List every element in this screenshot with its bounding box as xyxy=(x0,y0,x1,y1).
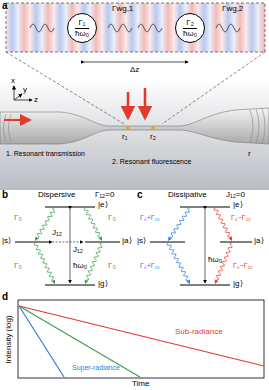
wave-packet xyxy=(30,24,240,32)
rate-label: Γ₀+Γ₁₂ xyxy=(140,214,160,222)
position-label: r₁ xyxy=(122,133,127,142)
dimension: Δz xyxy=(130,66,139,75)
coupling-label: J₁₂ xyxy=(52,229,62,238)
rate-label: Γ₀ xyxy=(108,214,116,223)
emitter xyxy=(151,126,155,130)
position-label: r₂ xyxy=(150,133,156,142)
emitter-circle: Γ₁ħω₀ xyxy=(67,13,97,43)
state-label: |g⟩ xyxy=(98,280,108,289)
position-label: r xyxy=(248,150,251,159)
panel-letter: a xyxy=(2,0,8,11)
rate-label: Γ₀−Γ₁₂ xyxy=(233,262,253,270)
curve-label: Super-radiance xyxy=(72,364,120,372)
arrow-head xyxy=(215,280,219,284)
energy-label: ħω₀ xyxy=(208,256,222,265)
rate-label: Γ₀−Γ₁₂ xyxy=(231,214,251,222)
decay-wave xyxy=(87,243,102,280)
caption-label: 1. Resonant transmission xyxy=(6,150,85,158)
rate-label: Γ₀ xyxy=(108,262,116,271)
energy-level xyxy=(15,207,252,285)
fiber-end xyxy=(4,114,12,142)
coupling-arrow xyxy=(52,242,83,243)
decay-curve xyxy=(19,306,64,377)
arrow-head xyxy=(228,237,232,241)
axis-label: z xyxy=(34,96,38,105)
condition-label: Γ₁₂=0 xyxy=(95,191,114,200)
excitation-beam xyxy=(127,92,130,118)
caption-label: 2. Resonant fluorescence xyxy=(112,158,191,166)
panel-letter: b xyxy=(2,189,8,200)
regime-title: Dissipative xyxy=(168,191,207,200)
arrow-head xyxy=(168,237,172,241)
decay-wave xyxy=(214,208,231,237)
transition-energy: ħω₀ xyxy=(183,28,197,38)
arrow-head xyxy=(51,280,55,284)
decay-wave xyxy=(167,243,188,280)
regime-title: Dispersive xyxy=(38,191,75,200)
rate-label: Γ₀+Γ₁₂ xyxy=(140,262,160,270)
arrow-head xyxy=(85,280,89,284)
decay-wave xyxy=(84,208,101,237)
state-label: |e⟩ xyxy=(233,201,243,210)
decay-curve xyxy=(19,306,264,366)
panel-letter: d xyxy=(2,291,8,302)
state-label: |g⟩ xyxy=(233,280,243,289)
distance-arrow xyxy=(84,62,188,63)
panel-letter: c xyxy=(137,189,143,200)
axes xyxy=(14,86,32,100)
fiber-end xyxy=(250,108,265,144)
excitation-beam xyxy=(144,88,147,118)
transition-arrow xyxy=(70,209,71,283)
axis-label: y xyxy=(23,86,27,95)
state-label: |e⟩ xyxy=(98,201,108,210)
decay-wave xyxy=(34,243,54,281)
rate-label: Γwg,1 xyxy=(112,5,133,14)
emitter xyxy=(126,126,130,130)
coupling-label: J₁₂ xyxy=(73,246,83,255)
decay-curve xyxy=(19,306,140,377)
input-beam xyxy=(4,119,30,121)
transition-arrow xyxy=(205,209,206,283)
waveguide-mode xyxy=(6,3,265,52)
transition-energy: ħω₀ xyxy=(75,28,89,38)
emitter-circle: Γ₂ħω₀ xyxy=(175,13,205,43)
condition-label: J₁₂=0 xyxy=(226,191,245,200)
decay-rate: Γ₂ xyxy=(186,18,194,27)
plot-frame xyxy=(18,300,264,378)
state-label: |s⟩ xyxy=(137,237,146,246)
rate-label: Γ₀ xyxy=(14,262,22,271)
axis-label: x xyxy=(11,77,15,86)
ground-plane xyxy=(0,78,269,190)
rate-label: Γ₀ xyxy=(14,214,22,223)
decay-rate: Γ₁ xyxy=(78,18,85,27)
state-label: |a⟩ xyxy=(122,237,132,246)
arrow-head xyxy=(186,280,190,284)
rate-label: Γwg,2 xyxy=(222,5,243,14)
arrow-head xyxy=(35,237,39,241)
tapered-fiber xyxy=(0,108,269,144)
decay-wave xyxy=(170,208,190,237)
energy-label: ħω₀ xyxy=(73,262,87,271)
axis-title: Time xyxy=(132,380,149,389)
state-label: |a⟩ xyxy=(254,237,264,246)
state-label: |s⟩ xyxy=(2,237,11,246)
axis-title: Intensity (log) xyxy=(5,315,14,363)
curve-label: Sub-radiance xyxy=(175,328,223,337)
arrow-head xyxy=(98,237,102,241)
